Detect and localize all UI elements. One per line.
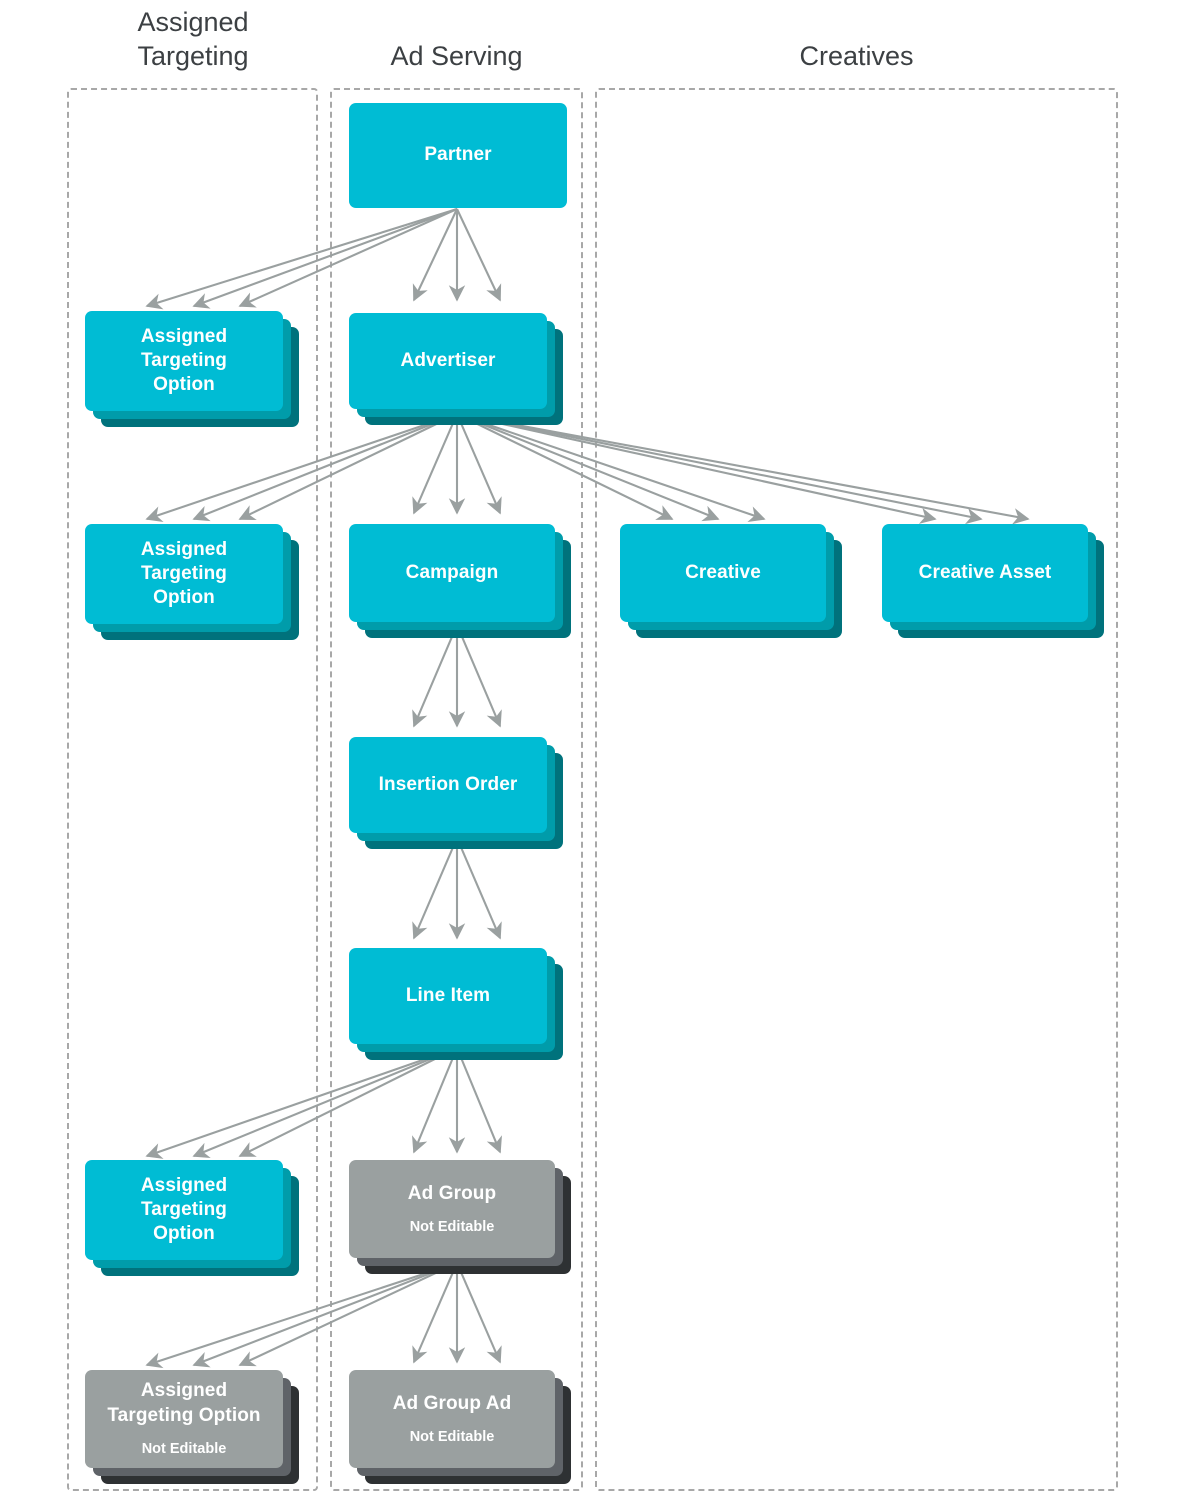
node-assigned-targeting-option-partner[interactable]: Assigned Targeting Option [85,311,299,427]
node-assigned-targeting-option-ad-group-not-editable-badge: Not Editable [141,1441,227,1458]
group-container-ad-serving [330,88,583,1491]
column-title-creatives: Creatives [799,41,914,71]
node-line-item[interactable]: Line Item [349,948,563,1060]
node-assigned-targeting-option-line-item-label: Assigned Targeting Option [140,1174,228,1245]
group-container-creatives [595,88,1118,1491]
node-ad-group-ad-label: Ad Group Ad [392,1392,512,1414]
node-creative-label: Creative [685,561,761,583]
node-assigned-targeting-option-advertiser[interactable]: Assigned Targeting Option [85,524,299,640]
node-assigned-targeting-option-line-item[interactable]: Assigned Targeting Option [85,1160,299,1276]
node-ad-group-label: Ad Group [407,1182,497,1204]
column-title-ad-serving: Ad Serving [390,41,523,71]
node-creative-asset[interactable]: Creative Asset [882,524,1104,638]
group-container-assigned-targeting [67,88,318,1491]
node-assigned-targeting-option-ad-group-label: Assigned Targeting Option [107,1380,261,1426]
node-insertion-order-label: Insertion Order [378,773,518,795]
node-ad-group-ad-not-editable-badge: Not Editable [409,1428,495,1445]
column-title-assigned-targeting: Assigned Targeting [137,7,249,71]
node-ad-group-ad[interactable]: Ad Group Ad Not Editable [349,1370,571,1484]
node-assigned-targeting-option-advertiser-label: Assigned Targeting Option [140,538,228,609]
node-assigned-targeting-option-partner-label: Assigned Targeting Option [140,325,228,396]
node-assigned-targeting-option-ad-group[interactable]: Assigned Targeting Option Not Editable [85,1370,299,1484]
node-ad-group-not-editable-badge: Not Editable [409,1218,495,1235]
node-partner[interactable]: Partner [349,103,567,208]
node-campaign-label: Campaign [405,561,499,583]
node-partner-label: Partner [424,144,492,166]
node-insertion-order[interactable]: Insertion Order [349,737,563,849]
node-advertiser-label: Advertiser [400,349,496,371]
node-ad-group[interactable]: Ad Group Not Editable [349,1160,571,1274]
node-creative[interactable]: Creative [620,524,842,638]
node-advertiser[interactable]: Advertiser [349,313,563,425]
node-line-item-label: Line Item [405,984,491,1006]
node-creative-asset-label: Creative Asset [918,561,1052,583]
node-campaign[interactable]: Campaign [349,524,571,638]
